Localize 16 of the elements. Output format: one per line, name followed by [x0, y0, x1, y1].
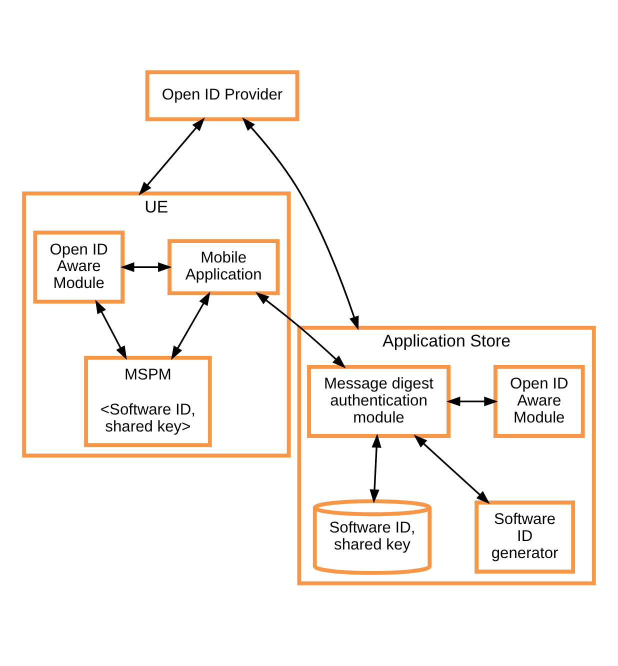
arrow: [171, 292, 210, 360]
node-box: MSPM <Software ID, shared key>: [84, 356, 212, 448]
arrow: [370, 434, 382, 504]
node-box: Mobile Application: [168, 239, 280, 296]
node-box: Software ID generator: [474, 500, 575, 574]
arrow: [446, 396, 498, 406]
arrow: [95, 300, 127, 360]
arrow: [120, 262, 172, 272]
node-box: Open ID Aware Module: [494, 364, 585, 438]
node-box: Open ID Aware Module: [33, 230, 124, 304]
node-box: Open ID Provider: [145, 70, 300, 122]
arrow: [138, 117, 205, 196]
arrow: [255, 292, 346, 368]
arrow: [242, 117, 359, 330]
node-box: Message digest authentication module: [307, 364, 450, 438]
arrow: [414, 434, 490, 504]
